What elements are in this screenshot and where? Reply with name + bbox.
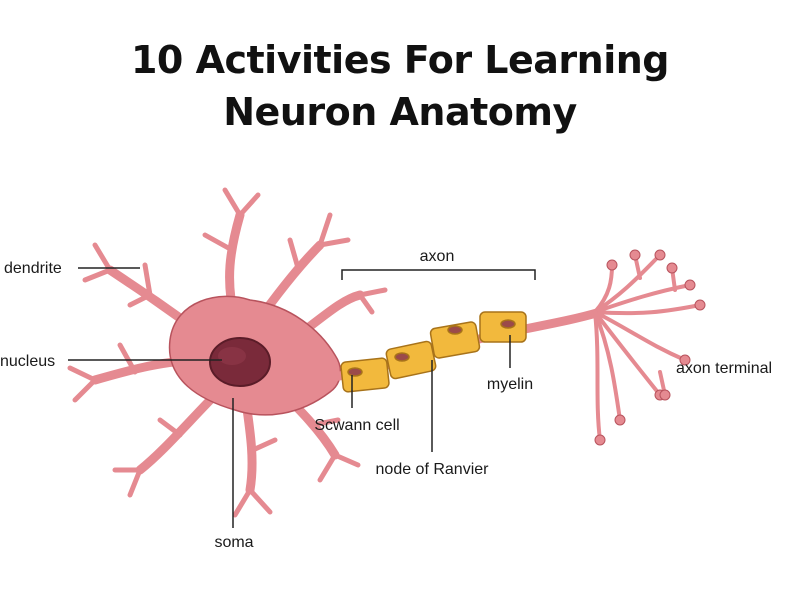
label-myelin: myelin [487, 376, 533, 393]
leader-lines [68, 267, 536, 528]
title-line-1: 10 Activities For Learning [130, 38, 670, 82]
label-soma: soma [214, 534, 253, 551]
axon-terminals [593, 253, 702, 442]
label-nucleus: nucleus [0, 353, 55, 370]
schwann-cell-1 [340, 357, 390, 393]
label-dendrite: dendrite [4, 260, 62, 277]
label-schwann-cell: Scwann cell [314, 417, 399, 434]
title-line-2: Neuron Anatomy [223, 90, 577, 134]
terminal-bulbs [594, 249, 706, 446]
schwann-cell-2 [385, 340, 437, 380]
schwann-cell-3 [429, 321, 481, 359]
diagram-title: 10 Activities For Learning Neuron Anatom… [0, 34, 800, 138]
label-axon-terminal: axon terminal [676, 360, 772, 377]
schwann-cell-4 [479, 311, 527, 343]
myelin-sheath [340, 311, 527, 393]
label-node-of-ranvier: node of Ranvier [376, 461, 490, 478]
label-axon: axon [420, 248, 455, 265]
